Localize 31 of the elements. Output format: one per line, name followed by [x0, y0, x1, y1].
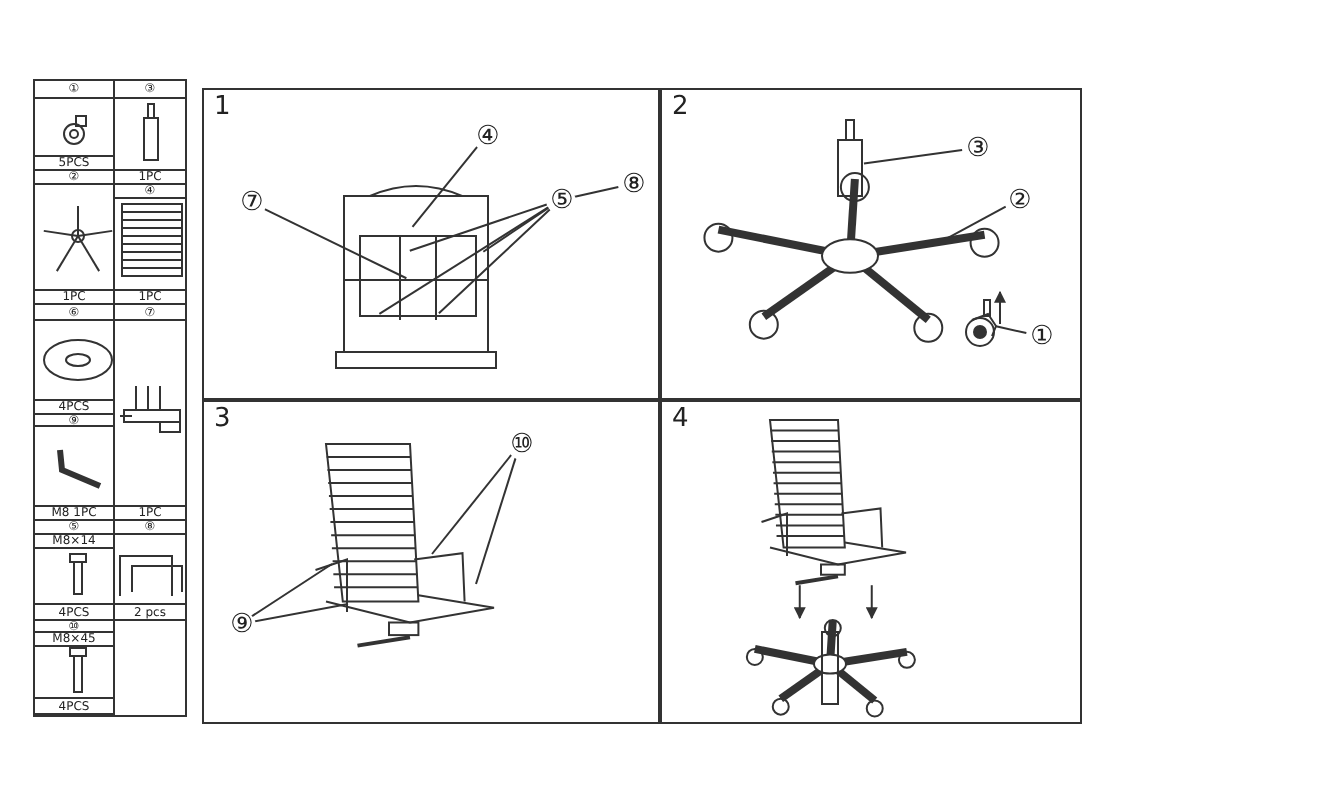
callout-number: ④: [474, 124, 502, 152]
leader-line: [261, 207, 408, 280]
leader-line: [252, 603, 349, 623]
step-panel: [202, 88, 660, 400]
step-panel: [660, 400, 1082, 724]
office-chair-drawing: [760, 419, 907, 586]
leader-line: [378, 206, 550, 315]
step-panel: [202, 400, 660, 724]
leader-line: [408, 203, 548, 252]
callout-number: ⑤: [548, 188, 576, 216]
step-number: 2: [672, 92, 689, 122]
step-number: 3: [214, 404, 231, 434]
leader-line: [946, 205, 1007, 240]
step-panel: [660, 88, 1082, 400]
leader-line: [572, 186, 620, 198]
caster-drawing: [965, 299, 998, 347]
chair-base-drawing: [745, 619, 916, 718]
leader-line: [250, 563, 333, 618]
step-number: 4: [672, 404, 689, 434]
callout-number: ⑩: [508, 432, 536, 460]
leader-line: [431, 453, 513, 555]
arrow: [793, 584, 806, 620]
step-number: 1: [214, 92, 231, 122]
leader-line: [862, 148, 964, 165]
arrow: [865, 584, 878, 620]
leader-line: [995, 325, 1028, 334]
leader-line: [482, 206, 550, 253]
office-chair-drawing: [314, 443, 495, 648]
leader-line: [411, 145, 479, 228]
leader-line: [437, 208, 551, 315]
leader-line: [475, 456, 517, 585]
